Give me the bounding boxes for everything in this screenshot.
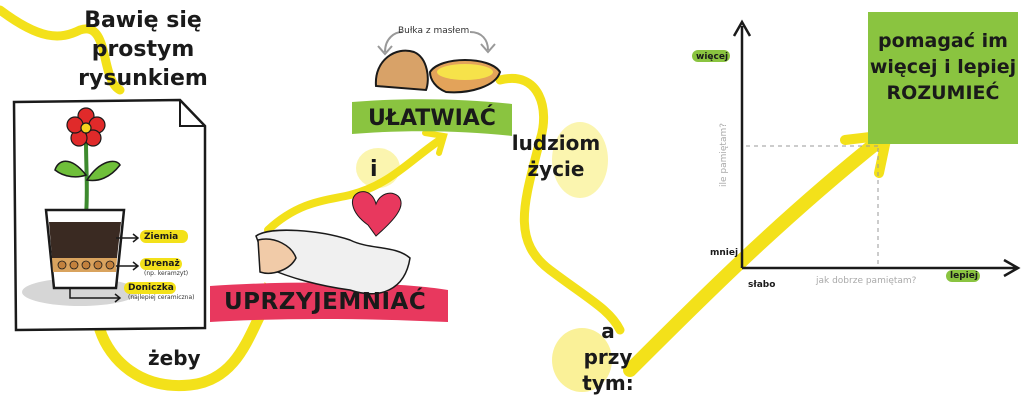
yellow-path-right [495, 73, 625, 335]
heart-icon [352, 191, 402, 237]
x-axis [742, 258, 1021, 278]
y-axis-title: ile pamiętam? [719, 122, 730, 188]
butter [437, 64, 493, 80]
word-zeby: żeby [148, 346, 201, 370]
label-soil: Ziemia [144, 232, 179, 242]
label-pot-title: Doniczka [128, 283, 174, 293]
label-drainage-sub: (np. keramzyt) [144, 270, 189, 277]
page-title: Bawię się prostym rysunkiem [78, 8, 208, 91]
yellow-blob-i [356, 148, 400, 188]
goal-box [868, 12, 1018, 144]
yellow-blob-ludziom [552, 122, 608, 198]
paper-fold [179, 100, 205, 127]
label-pot: Doniczka (najlepiej ceramiczna) [128, 284, 195, 302]
label-drainage-title: Drenaż [144, 259, 180, 269]
yellow-path-title [0, 5, 125, 95]
caption-bulka: Bułka z masłem [398, 26, 470, 36]
badge-y-high [692, 50, 730, 62]
swap-arrow-right [469, 31, 496, 54]
flower-leaf-left [54, 160, 88, 178]
highlight-ulatwiac [352, 99, 512, 136]
flower-head [66, 107, 106, 147]
flower-stem [84, 139, 89, 216]
label-highlight-drain [140, 258, 182, 270]
yellow-path-bottom [94, 294, 274, 392]
label-highlight-soil [140, 230, 188, 243]
word-uprzyjemniac: UPRZYJEMNIAĆ [224, 289, 427, 315]
word-ulatwiac: UŁATWIAĆ [368, 106, 496, 131]
x-axis-high-label: lepiej [950, 271, 978, 281]
cat-body [255, 229, 411, 295]
highlight-uprzyjemniac [210, 282, 448, 322]
yellow-arrow-mid [422, 130, 448, 156]
words-ludziom-zycie: ludziom życie [511, 131, 601, 181]
y-axis-low-label: mniej [710, 248, 739, 258]
yellow-path-big-arrow [623, 133, 887, 377]
words-a-przy-tym: a przy tym: [582, 319, 634, 395]
label-highlight-pot [124, 282, 176, 294]
pot-soil [49, 222, 121, 258]
y-axis-high-label: więcej [696, 52, 729, 62]
word-i: i [370, 157, 378, 182]
goal-text: pomagać im więcej i lepiej ROZUMIEĆ [869, 30, 1017, 104]
yellow-blob-a [552, 328, 612, 392]
label-pot-sub: (najlepiej ceramiczna) [128, 294, 195, 301]
flower-leaf-right [85, 160, 121, 182]
hand [257, 238, 297, 274]
x-axis-title: jak dobrze pamiętam? [816, 276, 917, 286]
y-axis [732, 19, 752, 268]
bread-roll-top [374, 49, 429, 92]
label-drainage: Drenaż (np. keramzyt) [144, 260, 188, 278]
yellow-path-mid [264, 136, 444, 234]
x-axis-low-label: słabo [748, 280, 776, 290]
badge-x-high [946, 270, 980, 282]
swap-arrow-left [377, 31, 403, 56]
